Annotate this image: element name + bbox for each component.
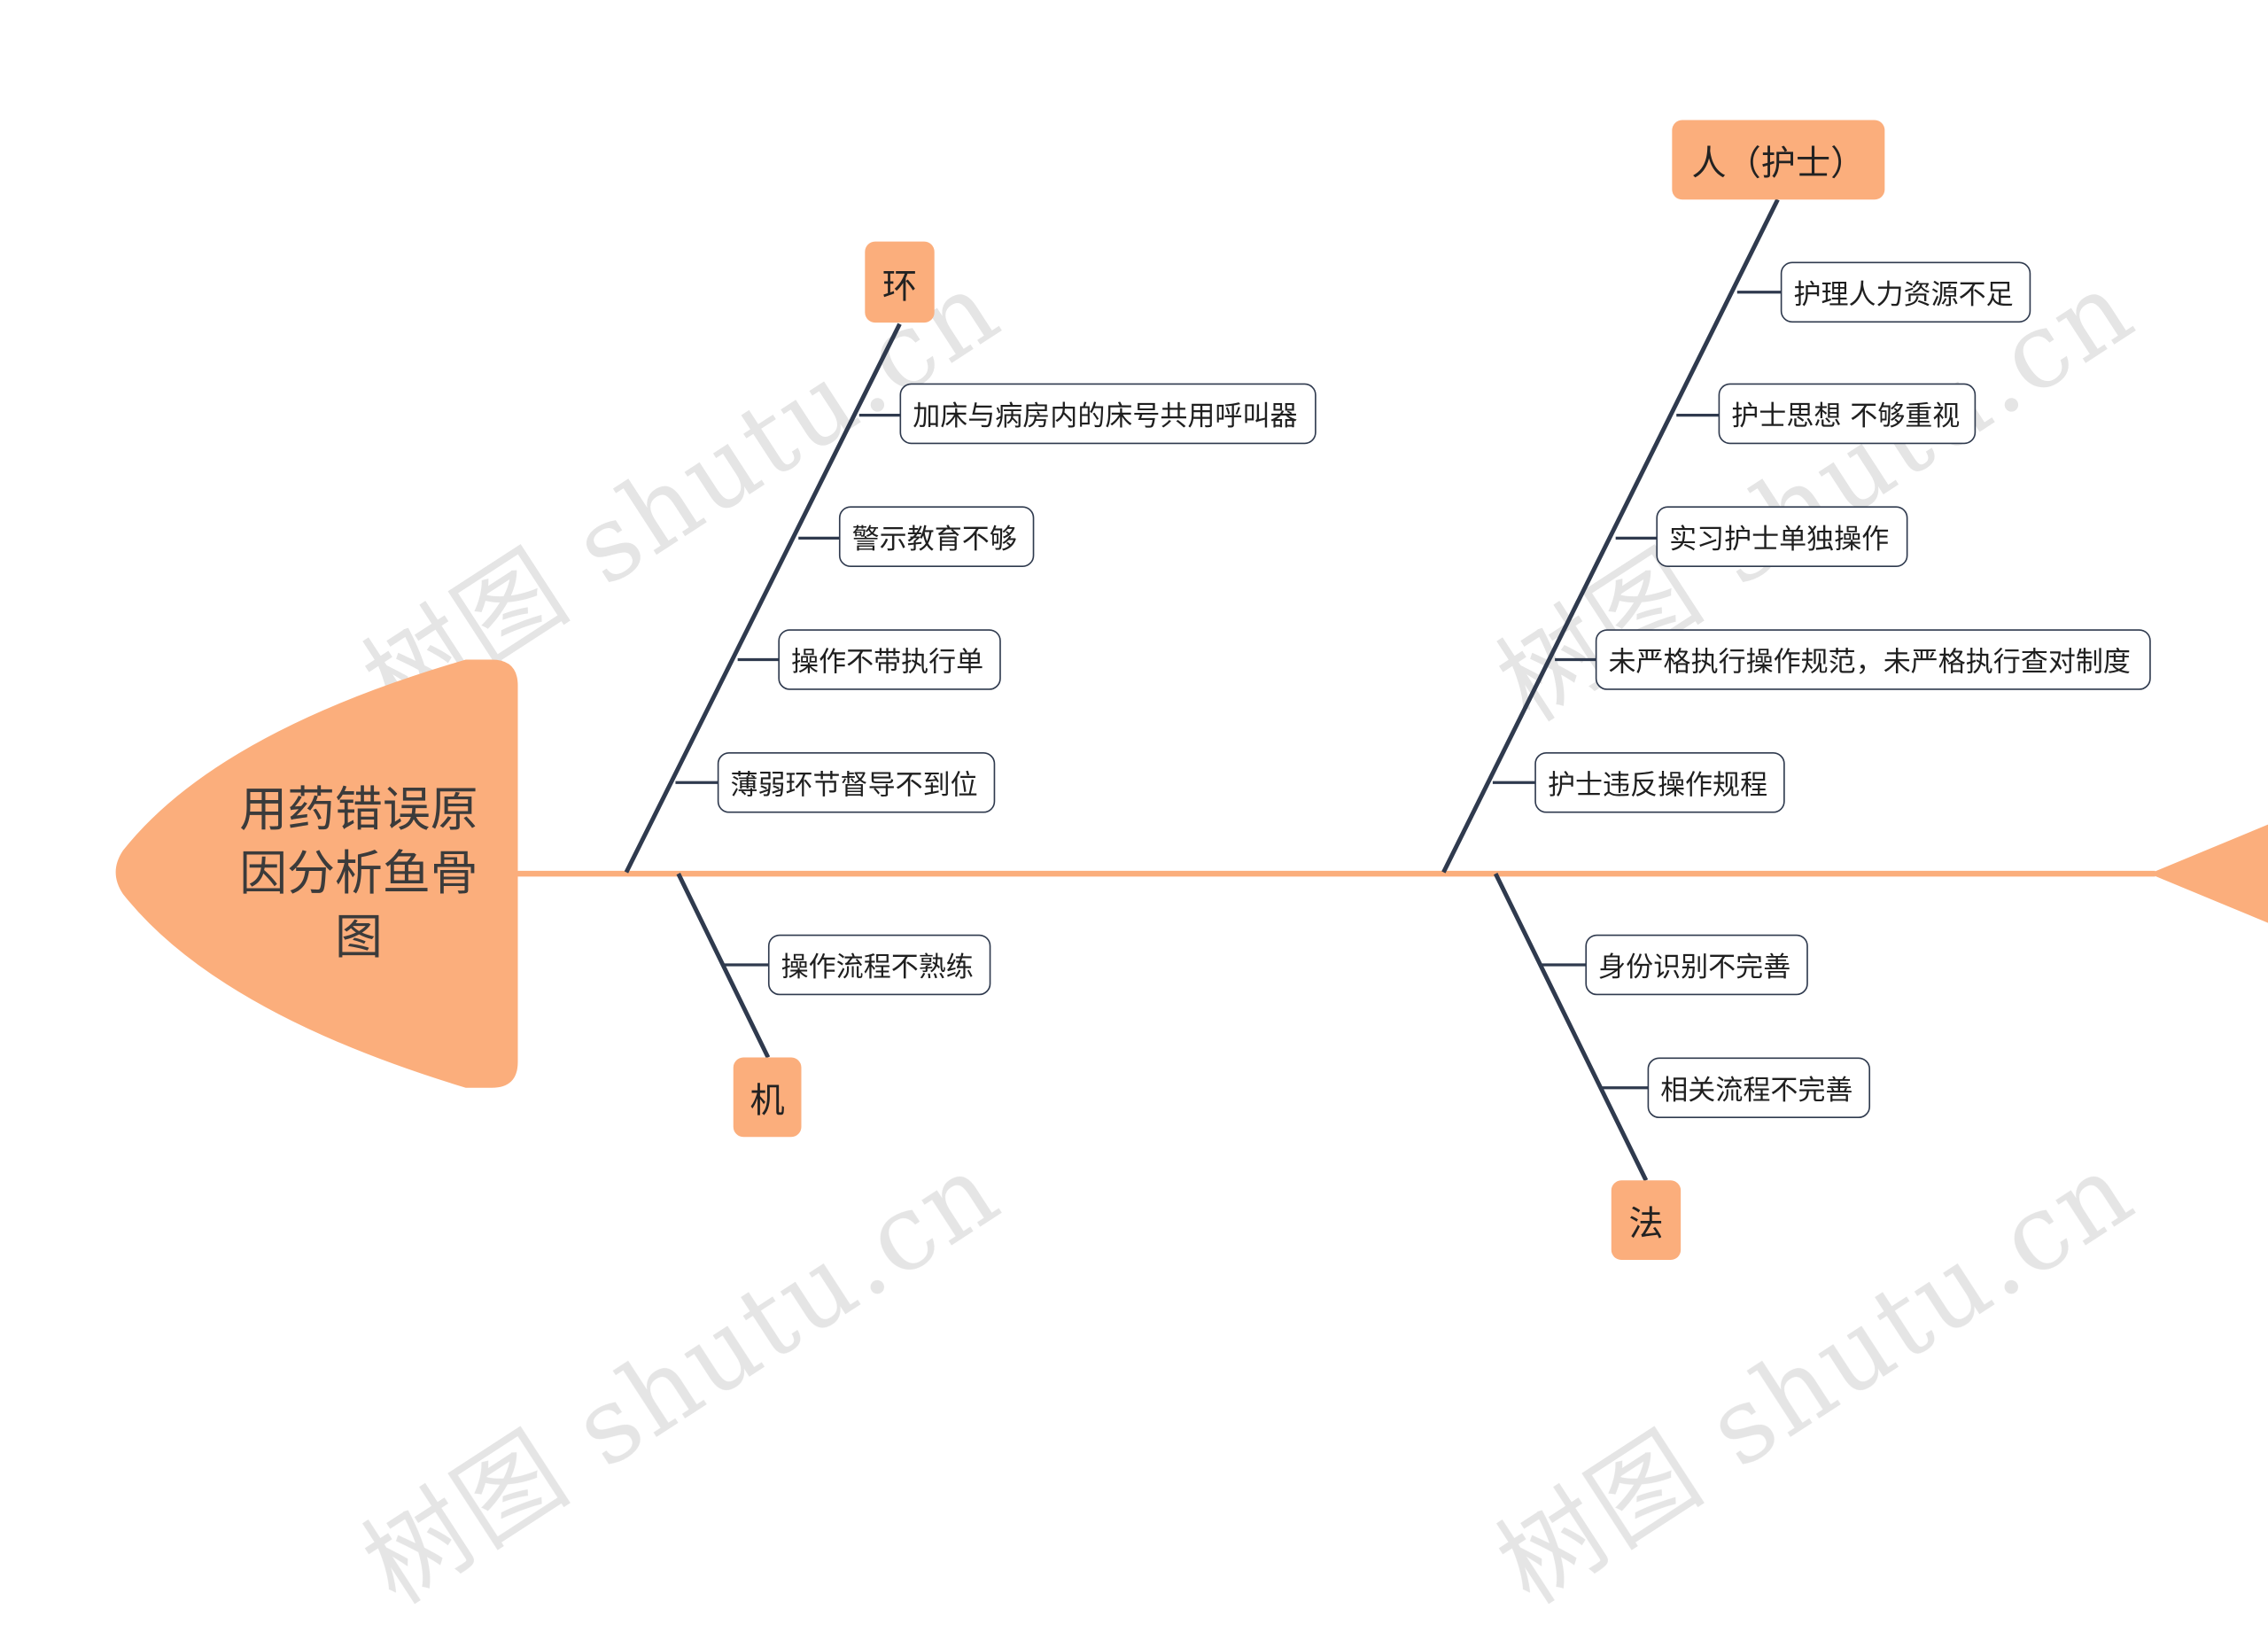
cause-item: 护士违反操作规程 (1534, 751, 1785, 813)
diagram-lines (115, 198, 2268, 1182)
category-environment: 环 (865, 241, 935, 323)
cause-item: 操作流程不熟练 (767, 934, 991, 996)
category-machine: 机 (733, 1057, 802, 1138)
cause-item: 警示教育不够 (838, 506, 1035, 567)
cause-item: 相关流程不完善 (1647, 1057, 1871, 1119)
cause-item: 护理人力资源不足 (1780, 261, 2031, 323)
fishbone-diagram: 树图 shutu.cn 树图 shutu.cn 树图 shutu.cn 树图 s… (115, 120, 2268, 1627)
cause-item: 未严格执行操作规范，未严格执行查对制度 (1595, 629, 2151, 690)
cause-item: 护士思想 不够重视 (1718, 383, 1977, 445)
diagram-title: 用药错误原因分析鱼骨图 (239, 781, 478, 965)
category-person: 人（护士） (1672, 120, 1885, 200)
bone-method (1493, 873, 1649, 1182)
bone-environment (624, 323, 902, 874)
cause-item: 薄弱环节督导不到位 (717, 751, 996, 813)
bone-machine (676, 873, 771, 1059)
cause-item: 实习护士单独操作 (1656, 506, 1908, 567)
fish-head-shape (115, 659, 518, 1088)
cause-item: 身份识别不完善 (1585, 934, 1808, 996)
category-method: 法 (1611, 1180, 1682, 1261)
fish-tail-shape (2149, 824, 2268, 923)
cause-item: 操作不带执行单 (778, 629, 1001, 690)
cause-item: 加床与病房内的床号共用呼叫器 (899, 383, 1317, 445)
bone-person (1441, 198, 1780, 874)
